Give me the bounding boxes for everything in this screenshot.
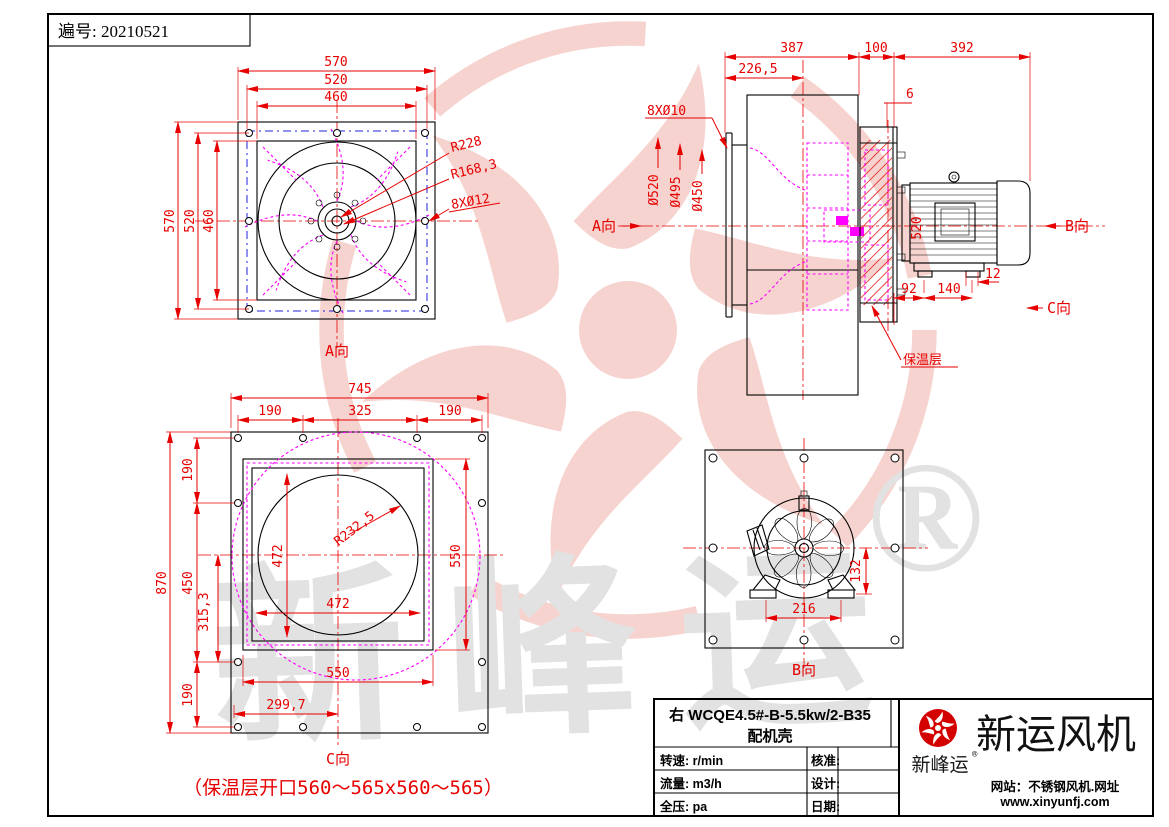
dim-92: 92 — [901, 282, 917, 297]
dim-190-top-left: 190 — [258, 404, 281, 419]
company-name: 新运风机 — [976, 712, 1136, 757]
dia-495-label: Ø495 — [669, 176, 684, 207]
view-c-label: C向 — [326, 750, 350, 768]
sheet-border — [47, 13, 1154, 817]
dim-520-left: 520 — [183, 209, 198, 232]
dim-460-top: 460 — [324, 90, 347, 105]
dim-132: 132 — [849, 559, 864, 582]
holes-8x10-label: 8XØ10 — [647, 104, 686, 119]
dim-325: 325 — [348, 404, 371, 419]
dim-315-3: 315,3 — [197, 592, 212, 631]
model-designation: 右 WCQE4.5#-B-5.5kw/2-B35 — [669, 706, 871, 724]
dim-12: 12 — [985, 267, 1001, 282]
dim-450: 450 — [181, 571, 196, 594]
doc-number-box — [47, 13, 251, 47]
dim-520-plate: 520 — [910, 216, 925, 239]
design-field: 设计: — [811, 776, 840, 791]
c-view: 745 190 325 190 870 190 450 190 315,3 47… — [155, 382, 505, 799]
dim-550-horiz: 550 — [326, 666, 349, 681]
dim-472-vert: 472 — [271, 544, 286, 567]
impeller-blades — [244, 128, 430, 314]
side-view: 387 100 392 226,5 6 8XØ10 Ø520 Ø495 Ø450… — [592, 41, 1105, 400]
radius-r232-label: R232,5 — [332, 509, 378, 550]
dim-100: 100 — [864, 41, 887, 56]
dia-520-label: Ø520 — [647, 174, 662, 205]
dim-460-left: 460 — [202, 209, 217, 232]
website-url: www.xinyunfj.com — [999, 795, 1109, 809]
insulation-label: 保温层 — [903, 353, 942, 368]
view-c-arrow-label: C向 — [1047, 299, 1071, 317]
dim-216: 216 — [792, 602, 815, 617]
dim-190-left-top: 190 — [181, 458, 196, 481]
motor — [901, 171, 1031, 278]
insulation-hatch — [861, 140, 892, 305]
dim-299-7: 299,7 — [266, 698, 305, 713]
model-casing-label: 配机壳 — [747, 727, 792, 745]
front-view: 570 520 460 570 520 460 R228 R168,3 8XØ1… — [163, 55, 501, 360]
registered-watermark: ® — [866, 430, 984, 605]
dim-190-top-right: 190 — [438, 404, 461, 419]
view-a-label: A向 — [325, 342, 349, 360]
dim-6: 6 — [906, 87, 914, 102]
b-view: 216 132 B向 — [683, 438, 928, 679]
fan-logo-watermark — [319, 21, 937, 639]
brand-text-watermark: 新峰运 — [209, 532, 918, 769]
holes-8x12-label: 8XØ12 — [450, 191, 491, 213]
dim-870: 870 — [155, 571, 170, 594]
date-field: 日期: — [811, 799, 840, 814]
insulation-opening-note: （保温层开口560～565x560～565） — [183, 777, 503, 799]
view-b-label: B向 — [792, 661, 816, 679]
dim-550-vert: 550 — [449, 544, 464, 567]
dim-392: 392 — [950, 41, 973, 56]
website-label: 网站：不锈钢风机.网址 — [991, 779, 1120, 794]
pressure-field: 全压: pa — [659, 799, 708, 814]
dim-226-5: 226,5 — [738, 62, 777, 77]
dim-570-left: 570 — [163, 209, 178, 232]
view-a-arrow-label: A向 — [592, 217, 616, 235]
view-b-arrow-label: B向 — [1065, 217, 1089, 235]
speed-field: 转速: r/min — [660, 753, 723, 768]
dim-140: 140 — [937, 282, 960, 297]
doc-number: 遍号: 20210521 — [58, 22, 169, 41]
brand-reg-mark: ® — [972, 750, 978, 760]
dim-190-left-bottom: 190 — [181, 683, 196, 706]
approve-field: 核准: — [811, 753, 840, 768]
dim-472-horiz: 472 — [326, 597, 349, 612]
dim-745: 745 — [348, 382, 371, 397]
radius-r228-label: R228 — [449, 134, 483, 156]
company-logo — [919, 709, 957, 747]
brand-block: 新峰运 ® 新运风机 网站：不锈钢风机.网址 www.xinyunfj.com — [899, 698, 1153, 809]
flow-field: 流量: m3/h — [660, 776, 722, 791]
dim-570-top: 570 — [324, 55, 347, 70]
brand-name: 新峰运 — [911, 754, 968, 776]
dim-387: 387 — [780, 41, 803, 56]
title-block: 右 WCQE4.5#-B-5.5kw/2-B35 配机壳 转速: r/min 核… — [653, 698, 900, 817]
dim-520-top: 520 — [324, 73, 347, 88]
dia-450-label: Ø450 — [691, 180, 706, 211]
